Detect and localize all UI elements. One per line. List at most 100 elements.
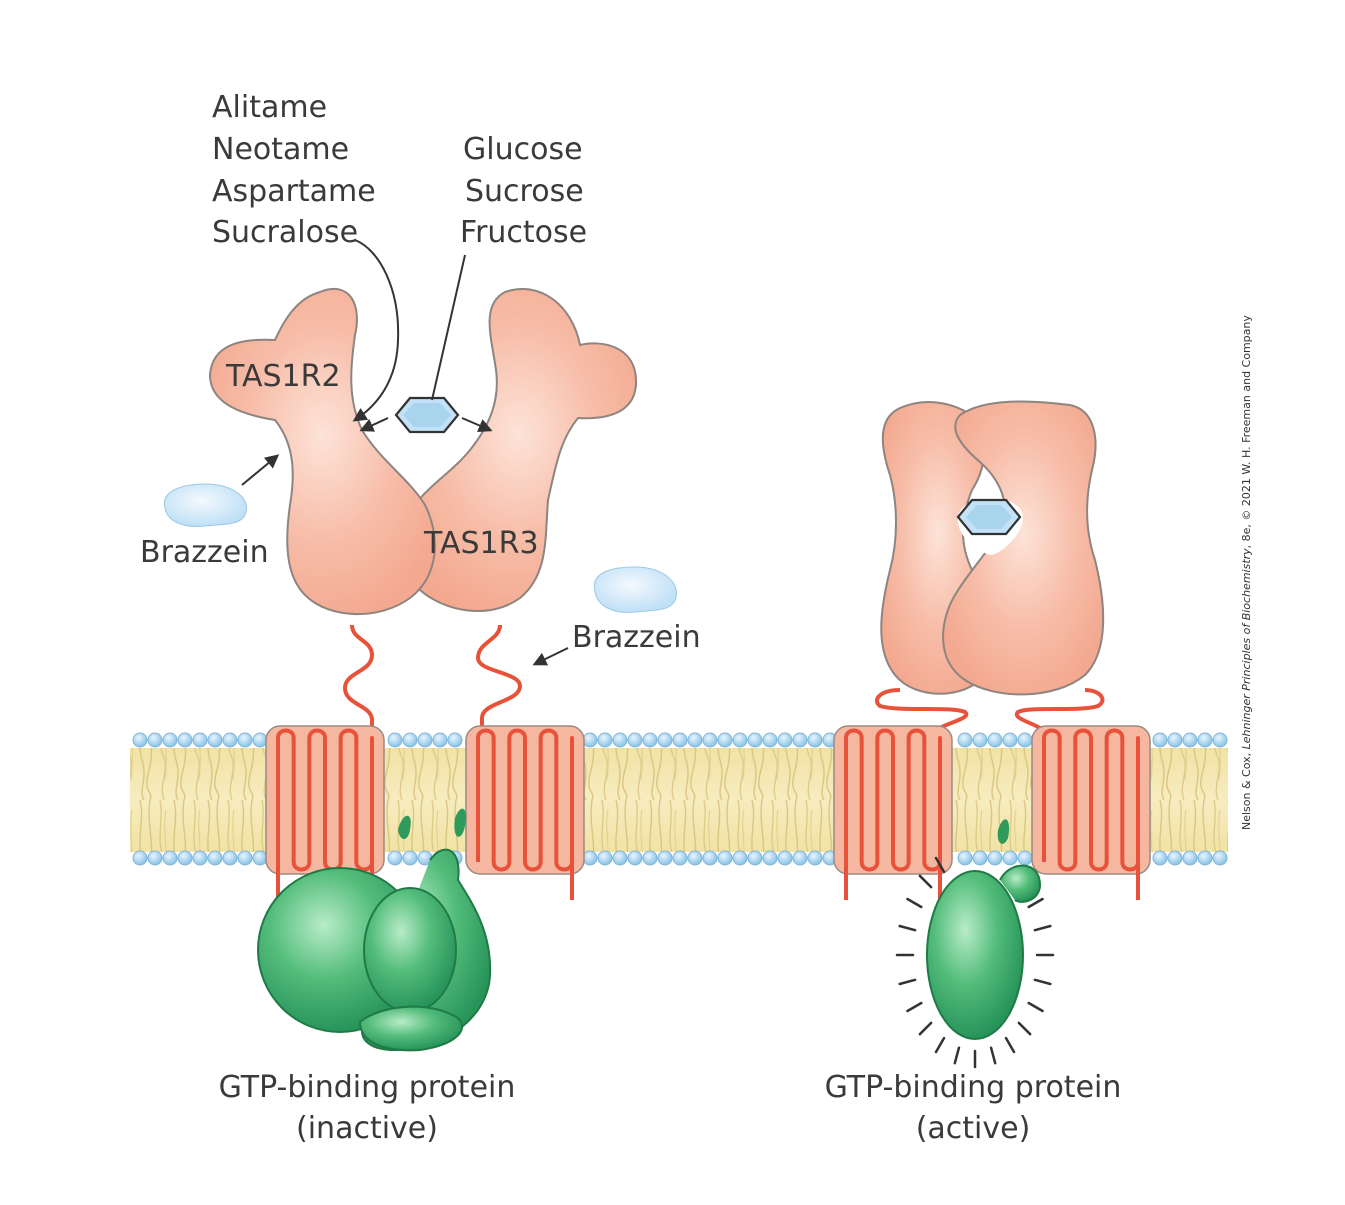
lipid-head [717,850,733,866]
lipid-head [1002,850,1018,866]
lipid-head [1167,732,1183,748]
lipid-head [192,732,208,748]
receptor-active [833,400,1151,900]
tas1r2-label: TAS1R2 [225,359,341,394]
activation-ray [918,874,933,889]
lipid-head [1017,850,1033,866]
lipid-head [642,850,658,866]
lipid-head [252,732,268,748]
activation-ray [898,978,917,986]
lipid-head [627,732,643,748]
activation-ray [1033,978,1052,986]
lipid-head [582,732,598,748]
lipid-head [132,732,148,748]
activation-ray [1027,1001,1044,1013]
gprotein-inactive-shape [257,808,492,1052]
lipid-head [657,850,673,866]
lipid-head [777,850,793,866]
lipid-head [1017,732,1033,748]
lipid-head [972,732,988,748]
lipid-head [252,850,268,866]
lipid-head [222,732,238,748]
active-left-transmembrane [833,725,953,900]
lipid-head [147,732,163,748]
brazzein-label-right: Brazzein [572,620,701,655]
lipid-head [672,850,688,866]
lipid-head [627,850,643,866]
activation-ray [934,856,946,874]
activation-ray [989,1046,997,1065]
lipid-head [177,850,193,866]
lipid-head [702,850,718,866]
lipid-head [612,850,628,866]
activation-ray [1027,897,1044,909]
lipid-head [972,850,988,866]
lipid-head [657,732,673,748]
lipid-head [792,732,808,748]
sweetener-label: Aspartame [212,174,376,209]
tas1r3-label: TAS1R3 [423,526,539,561]
lipid-head [207,850,223,866]
brazzein-label-left: Brazzein [140,535,269,570]
tas1r2-domain [208,287,436,616]
lipid-head [687,732,703,748]
lipid-head [192,850,208,866]
lipid-head [162,732,178,748]
lipid-head [642,732,658,748]
lipid-head [672,732,688,748]
gprotein-active-label: GTP-binding protein [825,1070,1122,1105]
activation-ray [934,1036,946,1054]
lipid-head [222,850,238,866]
lipid-heads-outer [132,732,1228,748]
activation-ray [1017,1021,1032,1036]
tas1r3-domain [399,287,638,612]
lipid-head [807,850,823,866]
activation-ray [918,1021,933,1036]
lipid-head [387,732,403,748]
lipid-head [582,850,598,866]
lipid-head [1197,850,1213,866]
sugar-list: Glucose Sucrose Fructose [460,132,587,250]
lipid-head [1152,850,1168,866]
activation-ray [906,897,923,909]
lipid-head [237,732,253,748]
lipid-head [792,850,808,866]
active-left-linker [874,688,969,745]
activation-ray [1033,924,1052,932]
activation-ray [953,1046,961,1065]
lipid-head [747,850,763,866]
lipid-head [1182,732,1198,748]
lipid-head [447,732,463,748]
sugar-label: Sucrose [465,174,584,209]
lipid-head [1212,732,1228,748]
gprotein-inactive-label: GTP-binding protein [219,1070,516,1105]
binding-arrows [241,239,569,666]
activation-ray [898,924,917,932]
lipid-head [702,732,718,748]
lipid-head [987,732,1003,748]
lipid-head [957,850,973,866]
sugar-label: Glucose [463,132,583,167]
lipid-head [747,732,763,748]
lipid-head [777,732,793,748]
sugar-hexagon-left [394,396,460,434]
lipid-head [762,850,778,866]
lipid-head [612,732,628,748]
brazzein-blob-left [163,483,247,527]
lipid-head [807,732,823,748]
lipid-head [132,850,148,866]
lipid-head [732,850,748,866]
sugar-hexagon-right [956,498,1022,536]
lipid-head [1212,850,1228,866]
lipid-head [1002,732,1018,748]
lipid-head [147,850,163,866]
copyright-credit: Nelson & Cox, Lehninger Principles of Bi… [1240,315,1253,830]
gprotein-inactive-state: (inactive) [296,1111,438,1146]
tas1r2-linker [342,624,375,745]
sweetener-label: Neotame [212,132,349,167]
lipid-head [687,850,703,866]
lipid-head [732,732,748,748]
gprotein-active-shape [895,819,1055,1069]
